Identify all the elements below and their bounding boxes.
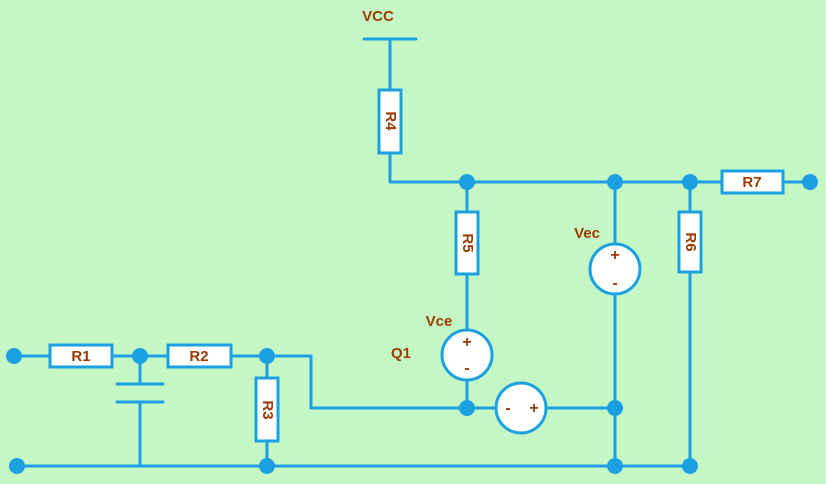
resistor-body [166,343,233,369]
minus-sign: - [505,400,510,417]
resistor-body [48,343,114,369]
resistor-label-r2: R2 [189,348,208,365]
resistor-body [254,376,280,443]
resistor-r4: R4 [377,88,403,155]
voltage-source-circle [588,242,642,296]
plus-sign: + [462,334,471,351]
resistor-label-r4: R4 [382,111,399,131]
minus-sign: - [612,275,617,292]
voltage-source-circle [440,328,494,382]
junction-node [607,174,623,190]
junction-node [132,348,148,364]
junction-node [259,458,275,474]
junction-node [607,400,623,416]
junction-node [259,348,275,364]
resistor-body [377,88,403,155]
minus-sign: - [464,360,469,377]
plus-sign: + [529,400,538,417]
resistor-body [720,169,785,195]
source-q1: - + [494,381,548,435]
junction-node [459,400,475,416]
resistor-r3: R3 [254,376,280,443]
transistor-label: Q1 [391,345,411,362]
resistor-body [454,210,480,276]
junction-node [682,174,698,190]
resistor-r5: R5 [454,210,480,276]
resistor-label-r6: R6 [682,232,699,251]
source-vec: + - [588,242,642,296]
nodes [6,174,818,474]
resistor-r6: R6 [677,210,703,274]
supply-label: VCC [362,8,394,25]
junction-node [607,458,623,474]
voltage-source-circle [494,381,548,435]
resistor-label-r7: R7 [742,174,761,191]
terminal-input [6,348,22,364]
resistor-r2: R2 [166,343,233,369]
vce-label: Vce [426,313,453,330]
resistor-label-r3: R3 [259,400,276,419]
junction-node [459,174,475,190]
junction-node [682,458,698,474]
resistor-label-r5: R5 [459,233,476,252]
resistor-body [677,210,703,274]
vec-label: Vec [574,225,600,242]
terminal-ground [9,458,25,474]
resistor-r7: R7 [720,169,785,195]
terminal-output [802,174,818,190]
resistor-r1: R1 [48,343,114,369]
plus-sign: + [610,247,619,264]
source-vce: + - [440,328,494,382]
resistor-label-r1: R1 [71,348,90,365]
